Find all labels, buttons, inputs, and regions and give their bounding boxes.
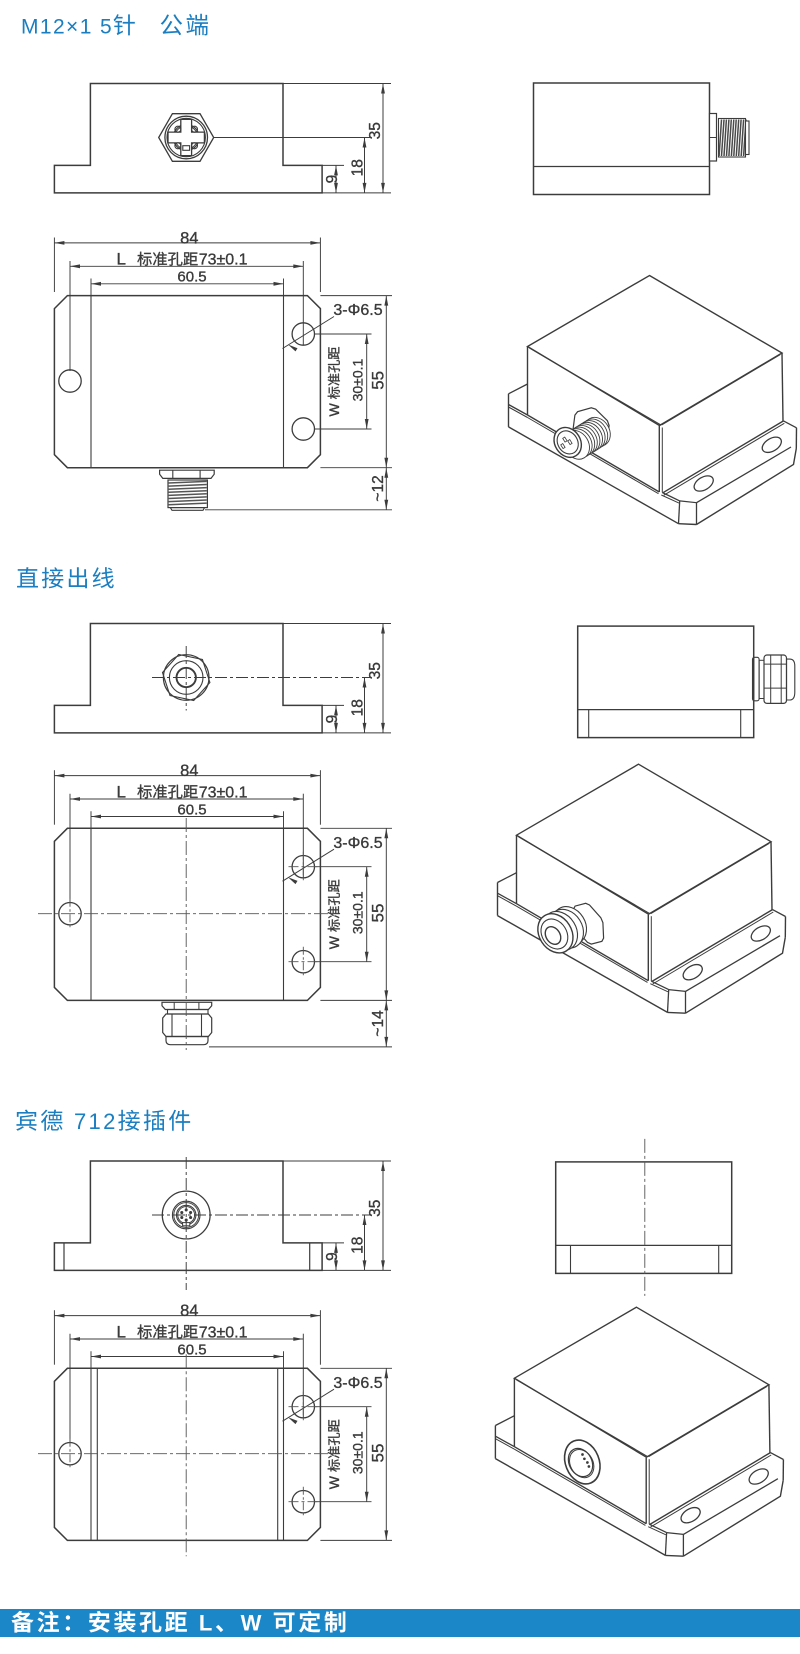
svg-text:30±0.1: 30±0.1 [349, 891, 365, 934]
svg-text:35: 35 [367, 662, 384, 679]
svg-text:3-Φ6.5: 3-Φ6.5 [333, 835, 382, 852]
svg-text:9: 9 [324, 175, 341, 184]
svg-text:M12×1: M12×1 [21, 16, 93, 39]
svg-text:9: 9 [324, 715, 341, 724]
svg-text:60.5: 60.5 [177, 1341, 206, 1358]
svg-text:35: 35 [367, 122, 384, 139]
svg-text:84: 84 [180, 762, 198, 780]
svg-text:30±0.1: 30±0.1 [349, 358, 365, 401]
svg-text:73±0.1: 73±0.1 [199, 1324, 248, 1341]
svg-text:18: 18 [349, 1237, 366, 1254]
svg-text:L: L [117, 782, 126, 801]
svg-text:60.5: 60.5 [177, 801, 206, 818]
svg-text:35: 35 [367, 1200, 384, 1217]
svg-text:9: 9 [324, 1252, 341, 1261]
svg-text:L: L [190, 1611, 215, 1636]
svg-text:84: 84 [180, 1302, 198, 1320]
svg-text:30±0.1: 30±0.1 [349, 1431, 365, 1474]
svg-text:5: 5 [100, 16, 113, 39]
svg-text:712: 712 [66, 1109, 118, 1134]
svg-text:55: 55 [368, 904, 387, 923]
svg-text:L: L [117, 250, 126, 269]
svg-text:84: 84 [180, 229, 198, 247]
svg-text:55: 55 [368, 371, 387, 390]
svg-text:W: W [326, 1472, 342, 1489]
svg-text:L: L [117, 1322, 126, 1341]
svg-text:3-Φ6.5: 3-Φ6.5 [333, 302, 382, 319]
svg-text:60.5: 60.5 [177, 269, 206, 286]
svg-text:73±0.1: 73±0.1 [199, 252, 248, 269]
svg-text:18: 18 [349, 699, 366, 716]
svg-text:55: 55 [368, 1444, 387, 1463]
svg-text:18: 18 [349, 159, 366, 176]
svg-text:W: W [326, 399, 342, 416]
svg-text:3-Φ6.5: 3-Φ6.5 [333, 1375, 382, 1392]
svg-text:~14: ~14 [370, 1010, 387, 1037]
svg-text:W: W [241, 1611, 273, 1636]
svg-text:~12: ~12 [370, 475, 387, 501]
svg-text:W: W [326, 932, 342, 949]
svg-text:73±0.1: 73±0.1 [199, 784, 248, 801]
